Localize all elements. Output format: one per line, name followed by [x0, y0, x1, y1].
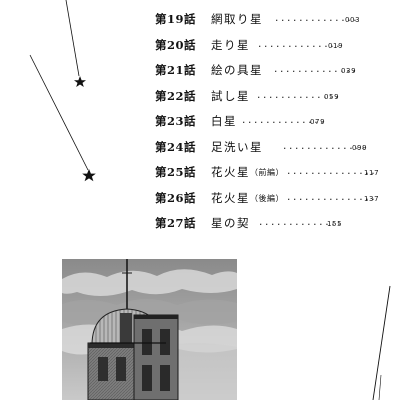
chapter-number: 第27話	[155, 216, 197, 230]
chapter-title: 試し星	[211, 89, 250, 103]
leader-dots: ..............	[274, 14, 359, 24]
chapter-title: 走り星	[211, 38, 250, 52]
chapter-number: 第22話	[155, 89, 197, 103]
page-number: 003	[345, 16, 361, 24]
chapter-title: 花火星（前編）	[211, 165, 284, 179]
shooting-star-trail	[29, 54, 89, 171]
chapter-number: 第26話	[155, 191, 197, 205]
page-number: 155	[327, 220, 343, 228]
shooting-star-trail	[372, 285, 391, 400]
chapter-number: 第24話	[155, 140, 197, 154]
page-number: 137	[364, 195, 380, 203]
chapter-title: 網取り星	[211, 12, 263, 26]
leader-dots: ..............	[258, 218, 343, 228]
chapter-title: 星の契	[211, 216, 250, 230]
observatory-illustration	[62, 259, 237, 400]
chapter-number: 第21話	[155, 63, 197, 77]
page-number: 039	[341, 67, 357, 75]
star-icon	[82, 169, 96, 182]
chapter-number: 第19話	[155, 12, 197, 26]
chapter-title: 花火星（後編）	[211, 191, 284, 205]
chapter-title: 足洗い星	[211, 140, 263, 154]
chapter-number: 第23話	[155, 114, 197, 128]
leader-dots: ..............	[256, 91, 341, 101]
leader-dots: ..............	[273, 65, 358, 75]
page-number: 079	[310, 118, 326, 126]
chapter-number: 第25話	[155, 165, 197, 179]
chapter-number: 第20話	[155, 38, 197, 52]
page-number: 099	[352, 144, 368, 152]
shooting-star-trail	[378, 374, 382, 400]
observatory-drawing	[62, 259, 237, 400]
chapter-subtitle: （後編）	[250, 194, 284, 203]
leader-dots: ..............	[257, 40, 342, 50]
leader-dots: ..............	[241, 116, 326, 126]
chapter-title: 絵の具星	[211, 63, 263, 77]
leader-dots: ..............	[282, 142, 367, 152]
page-number: 019	[328, 42, 344, 50]
page-number: 117	[364, 169, 380, 177]
chapter-subtitle: （前編）	[250, 168, 284, 177]
leader-dots: ...............	[286, 167, 377, 177]
shooting-star-trail	[65, 0, 80, 77]
leader-dots: ...............	[286, 193, 377, 203]
page-number: 059	[324, 93, 340, 101]
chapter-title: 白星	[211, 114, 237, 128]
star-icon	[74, 76, 86, 87]
